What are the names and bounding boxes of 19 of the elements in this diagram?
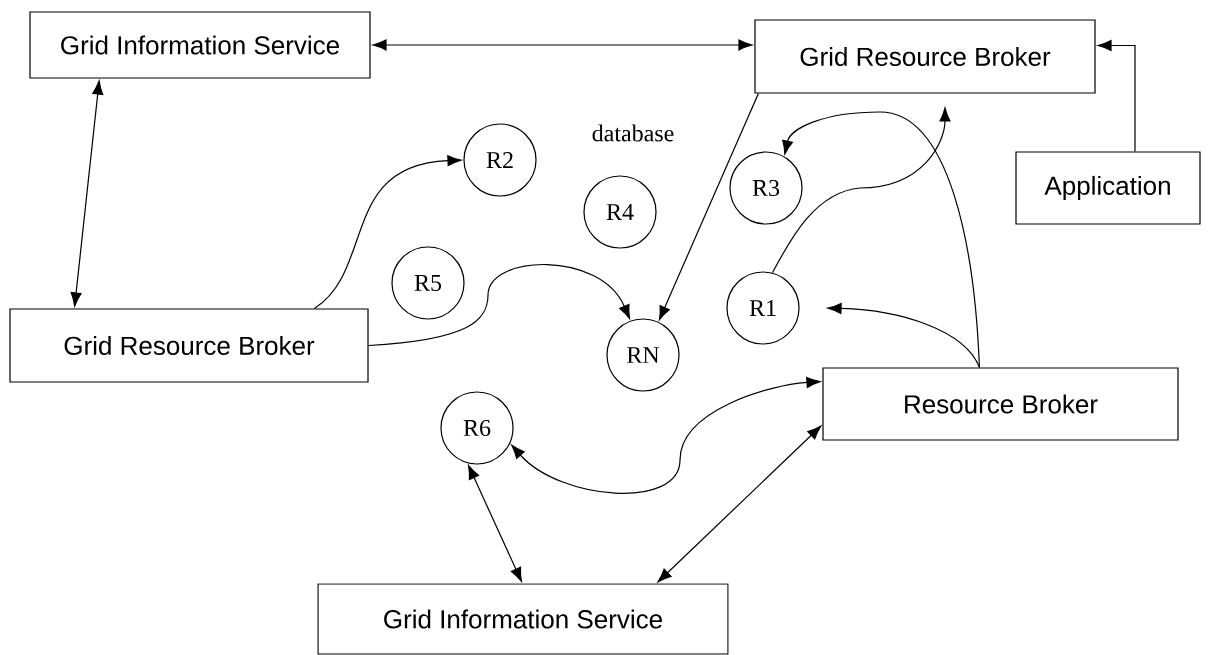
process-box: Grid Information Service bbox=[29, 11, 371, 79]
arrow bbox=[70, 80, 104, 307]
process-box: Grid Resource Broker bbox=[9, 308, 369, 383]
arrow bbox=[368, 263, 631, 347]
arrow bbox=[771, 107, 951, 274]
process-box: Application bbox=[1015, 151, 1201, 225]
arrow bbox=[511, 376, 821, 494]
note-label: database bbox=[592, 124, 674, 142]
arrow bbox=[657, 425, 822, 583]
process-box: Grid Information Service bbox=[317, 583, 729, 655]
arrow bbox=[782, 111, 980, 368]
process-box: Resource Broker bbox=[822, 367, 1179, 441]
arrow bbox=[827, 302, 980, 368]
arrow bbox=[1097, 39, 1136, 152]
arrow bbox=[658, 93, 759, 321]
arrow bbox=[313, 155, 462, 309]
arrow bbox=[467, 465, 522, 582]
process-box: Grid Resource Broker bbox=[754, 19, 1096, 94]
arrow bbox=[372, 39, 753, 51]
